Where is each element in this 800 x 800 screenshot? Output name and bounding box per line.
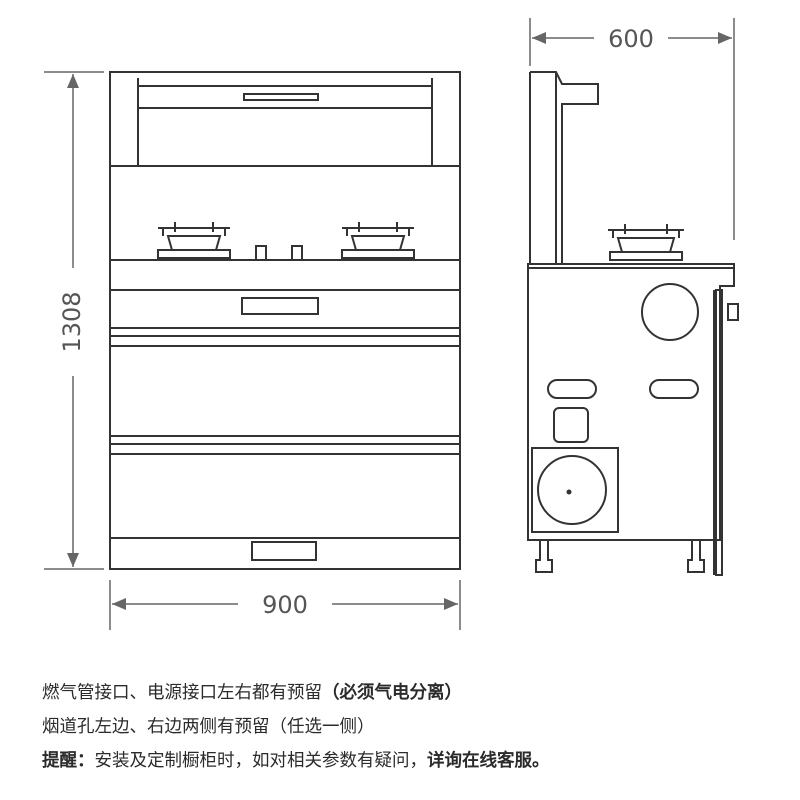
front-view [109, 71, 461, 570]
side-door-edge [715, 289, 723, 576]
note-reminder-text: 安装及定制橱柜时，如对相关参数有疑问， [94, 751, 428, 771]
height-label: 1308 [58, 291, 86, 352]
note-reminder: 提醒：安装及定制橱柜时，如对相关参数有疑问，详询在线客服。 [42, 744, 782, 778]
installation-notes: 燃气管接口、电源接口左右都有预留（必须气电分离） 烟道孔左边、右边两侧有预留（任… [42, 676, 782, 778]
width-label: 900 [262, 591, 308, 619]
side-round-vent [641, 283, 699, 341]
hood-handle [243, 93, 319, 101]
left-knob [255, 245, 267, 261]
right-burner [341, 222, 415, 259]
note-flue-hole: 烟道孔左边、右边两侧有预留（任选一侧） [42, 710, 782, 744]
note-gas-power-text: 燃气管接口、电源接口左右都有预留 [42, 683, 322, 703]
height-dimension [44, 71, 104, 570]
side-slot-left [547, 379, 597, 399]
side-body [527, 263, 735, 541]
side-hood [530, 71, 599, 264]
side-view [527, 71, 739, 576]
note-flue-hole-text: 烟道孔左边、右边两侧有预留（任选一侧） [42, 717, 375, 737]
width-dimension [109, 580, 461, 630]
side-slot-right [649, 379, 699, 399]
drawer-handle [241, 297, 319, 315]
depth-label: 600 [608, 25, 654, 53]
base-handle [251, 541, 317, 561]
front-body-outline [109, 71, 461, 570]
note-gas-power-emphasis: （必须气电分离） [322, 683, 462, 703]
note-reminder-prefix: 提醒： [42, 751, 95, 771]
side-knob [727, 303, 739, 321]
note-reminder-emphasis: 详询在线客服。 [427, 751, 550, 771]
side-square-port [553, 407, 589, 443]
left-burner [157, 222, 231, 259]
side-burner [608, 224, 684, 261]
depth-dimension [529, 18, 735, 240]
side-flue-hole [537, 455, 607, 525]
right-knob [291, 245, 303, 261]
side-flue-frame [531, 447, 619, 533]
note-gas-power: 燃气管接口、电源接口左右都有预留（必须气电分离） [42, 676, 782, 710]
side-feet [535, 540, 705, 573]
